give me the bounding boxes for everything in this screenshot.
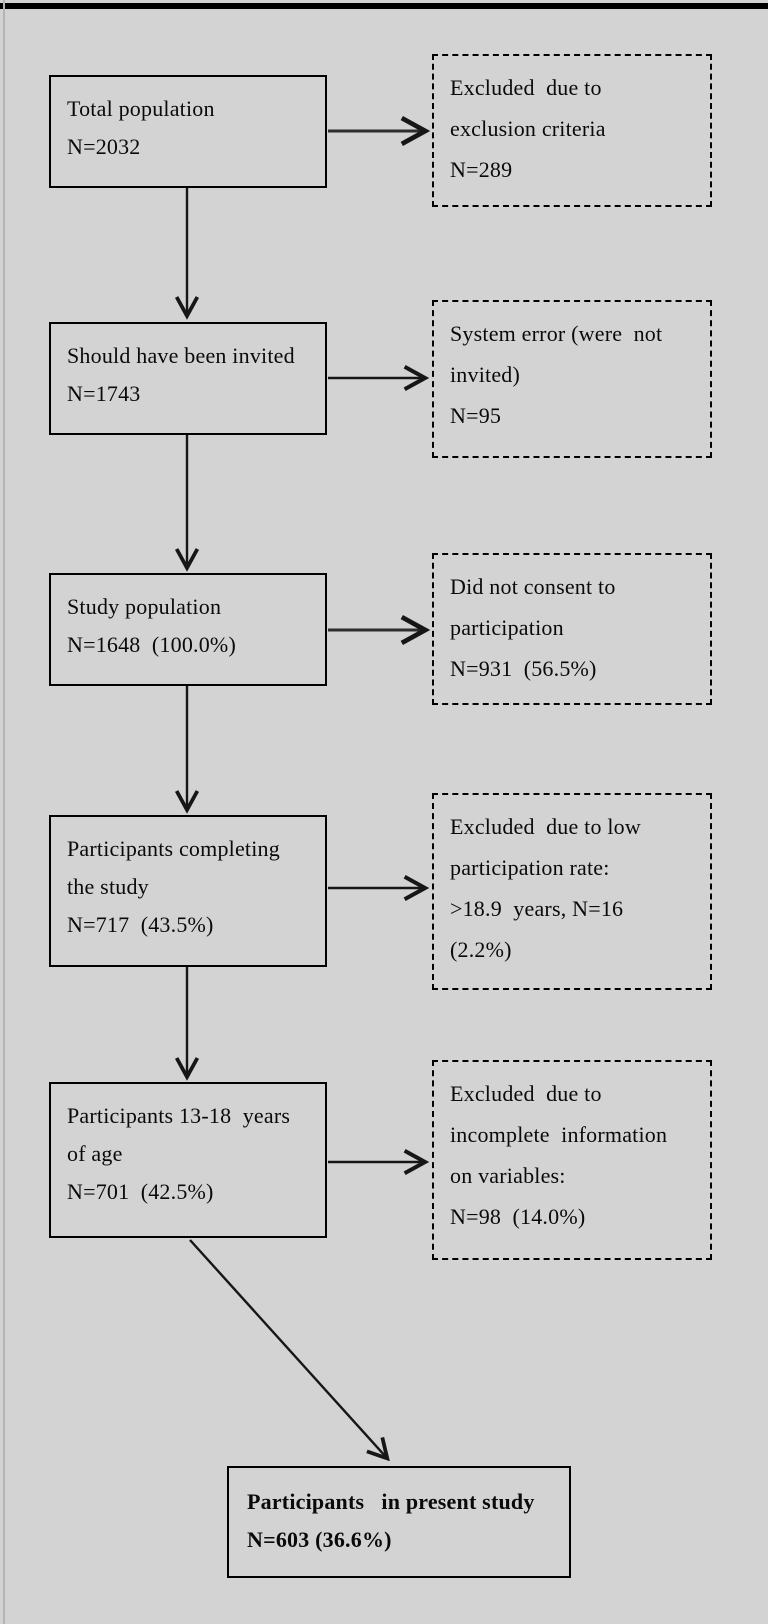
box-excluded-incomplete-information: Excluded due to incomplete information o… <box>432 1060 712 1260</box>
box-participants-completing-study: Participants completing the study N=717 … <box>49 815 327 967</box>
box-study-population: Study population N=1648 (100.0%) <box>49 573 327 686</box>
box-did-not-consent: Did not consent to participation N=931 (… <box>432 553 712 705</box>
box-excluded-low-participation: Excluded due to low participation rate: … <box>432 793 712 990</box>
left-edge-line <box>3 0 5 1624</box>
box-excluded-exclusion-criteria: Excluded due to exclusion criteria N=289 <box>432 54 712 207</box>
box-participants-in-present-study: Participants in present study N=603 (36.… <box>227 1466 571 1578</box>
box-system-error-not-invited: System error (were not invited) N=95 <box>432 300 712 458</box>
box-total-population: Total population N=2032 <box>49 75 327 188</box>
top-border-bar <box>0 3 768 9</box>
arrow-age-to-present-study <box>189 1239 386 1457</box>
box-participants-13-18-years: Participants 13-18 years of age N=701 (4… <box>49 1082 327 1238</box>
box-should-have-been-invited: Should have been invited N=1743 <box>49 322 327 435</box>
